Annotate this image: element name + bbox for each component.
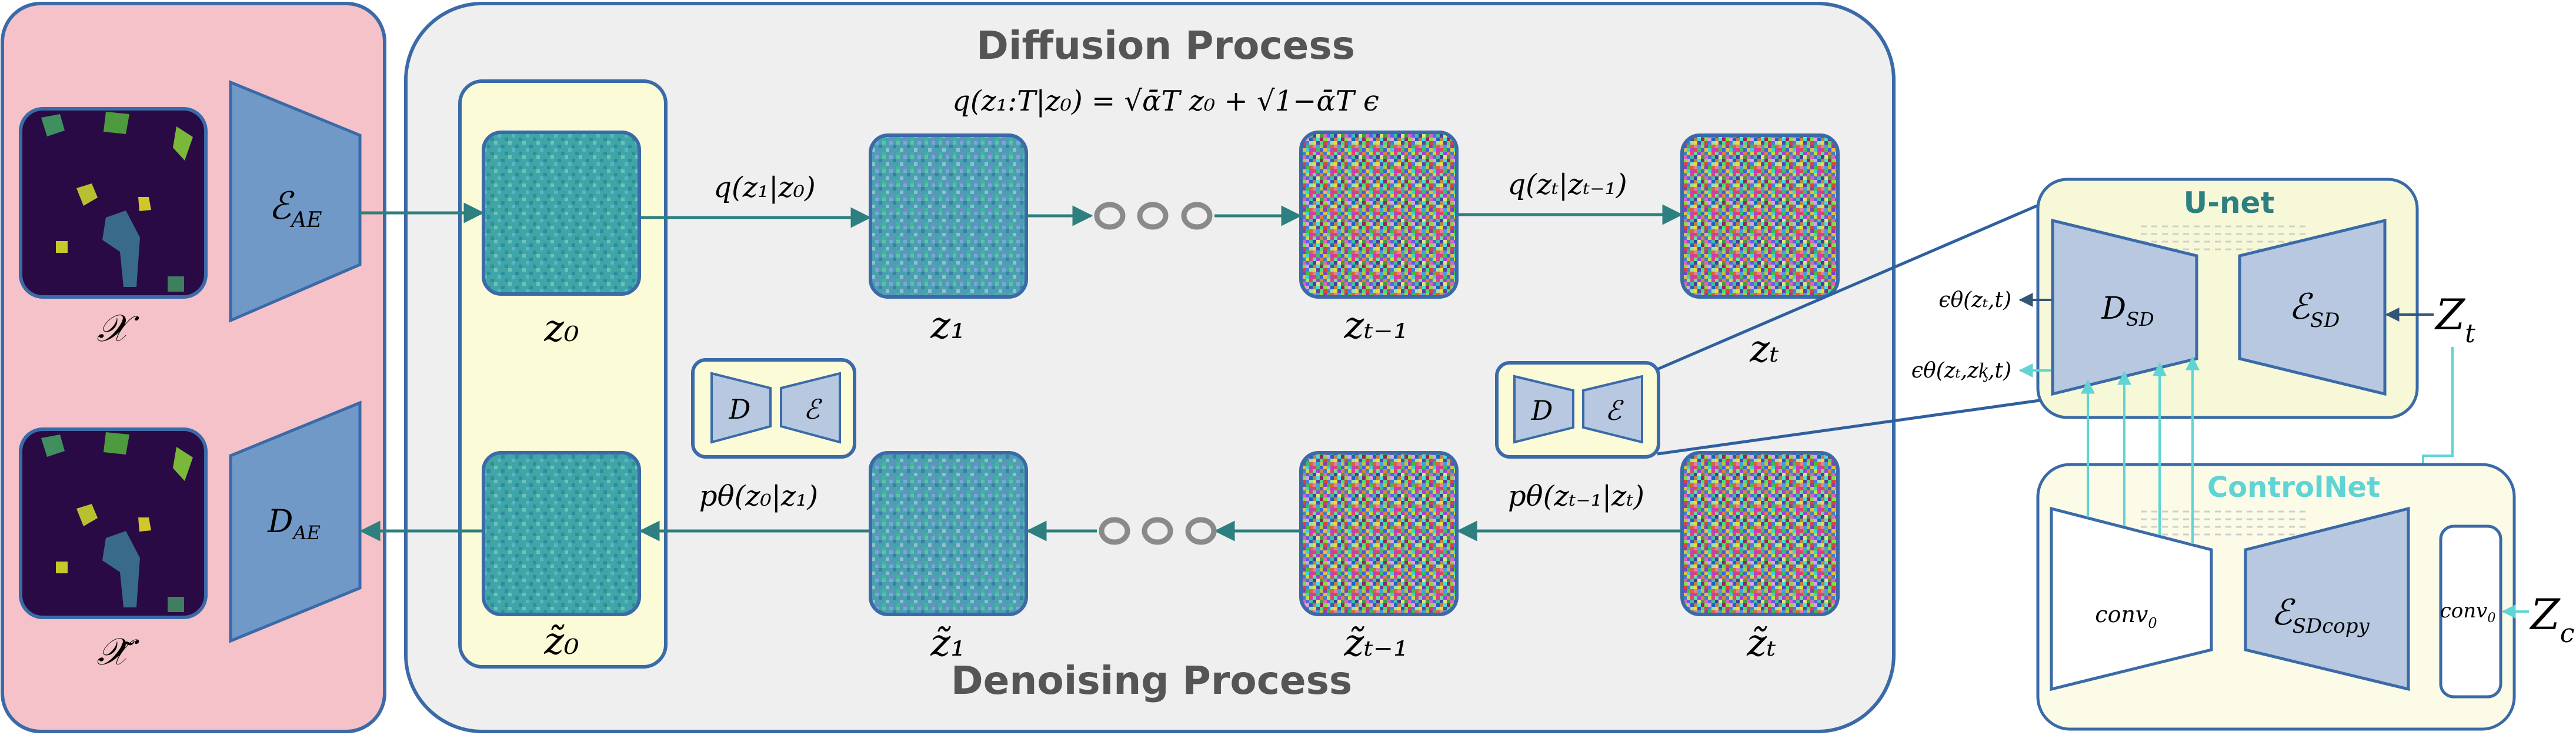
controlnet-title: ControlNet bbox=[2207, 471, 2380, 504]
latent-z1-label: z₁ bbox=[930, 304, 965, 348]
latent-zT-tilde bbox=[1680, 451, 1840, 616]
svg-text:ℰ: ℰ bbox=[803, 393, 822, 425]
unet-output-label-2: ϵθ(zₜ,zᶄ,t) bbox=[1911, 359, 2011, 383]
latent-zT-label: zₜ bbox=[1749, 328, 1779, 371]
svg-text:ℰ: ℰ bbox=[1605, 395, 1624, 426]
unet-output-label-1: ϵθ(zₜ,t) bbox=[1938, 288, 2011, 312]
forward-ellipsis bbox=[1094, 202, 1213, 230]
encoder-ae-block bbox=[229, 80, 362, 323]
controlnet-conv-right-block bbox=[2439, 524, 2502, 699]
input-image bbox=[19, 107, 208, 299]
mini-unet-left: D ℰ bbox=[691, 358, 856, 459]
reverse-label-p1: pθ(z₀|z₁) bbox=[699, 480, 818, 513]
latent-zT bbox=[1680, 133, 1840, 299]
unet-title: U-net bbox=[2184, 186, 2275, 220]
latent-z1-tilde-label: z̃₁ bbox=[930, 622, 965, 665]
latent-z0-tilde-label: z̃₀ bbox=[543, 620, 579, 663]
zoom-line-bottom bbox=[1657, 398, 2044, 456]
denoising-title: Denoising Process bbox=[951, 658, 1352, 703]
latent-zT-1-tilde bbox=[1299, 451, 1459, 616]
unet-encoder-label: ℰSD bbox=[2289, 286, 2340, 332]
forward-label-qT: q(zₜ|zₜ₋₁) bbox=[1507, 168, 1627, 201]
controlnet-conv-left-label: conv0 bbox=[2095, 602, 2157, 632]
latent-z1-tilde bbox=[869, 451, 1028, 616]
output-image bbox=[19, 427, 208, 619]
latent-zT-1-tilde-label: z̃ₜ₋₁ bbox=[1344, 622, 1409, 665]
forward-label-q1: q(z₁|z₀) bbox=[713, 171, 815, 204]
unet-decoder-label: DSD bbox=[2101, 291, 2154, 330]
svg-text:D: D bbox=[729, 393, 751, 425]
controlnet-copy-block bbox=[2244, 506, 2410, 691]
mini-unet-right: D ℰ bbox=[1495, 361, 1660, 459]
svg-text:D: D bbox=[1531, 395, 1553, 426]
latent-zT-tilde-label: z̃ₜ bbox=[1746, 622, 1776, 665]
controlnet-copy-label: ℰSDcopy bbox=[2271, 592, 2370, 638]
zt-input-label: Zt bbox=[2434, 290, 2475, 349]
latent-zT-1-label: zₜ₋₁ bbox=[1344, 304, 1409, 348]
unet-encoder-block bbox=[2238, 218, 2387, 396]
reverse-ellipsis bbox=[1099, 517, 1217, 545]
forward-formula: q(z₁:T|z₀) = √ᾱT z₀ + √1−ᾱT ϵ bbox=[952, 85, 1379, 118]
latent-z1 bbox=[869, 133, 1028, 299]
controlnet-conv-left-block bbox=[2050, 506, 2213, 691]
latent-z0-label: z₀ bbox=[543, 307, 579, 350]
reverse-label-pT: pθ(zₜ₋₁|zₜ) bbox=[1508, 480, 1644, 513]
zoom-line-top bbox=[1657, 201, 2044, 371]
decoder-ae-block bbox=[229, 400, 362, 643]
controlnet-skip-arrows bbox=[2081, 356, 2200, 544]
latent-z0-tilde bbox=[482, 451, 641, 616]
zc-input-label: Zc bbox=[2530, 590, 2575, 649]
diffusion-title: Diffusion Process bbox=[976, 23, 1355, 68]
latent-zT-1 bbox=[1299, 131, 1459, 299]
decoder-ae-label: DAE bbox=[267, 503, 321, 544]
encoder-ae-label: ℰAE bbox=[268, 185, 322, 232]
controlnet-conv-right-label: conv0 bbox=[2440, 599, 2496, 626]
diffusion-panel bbox=[404, 2, 1896, 733]
latent-z0 bbox=[482, 131, 641, 296]
